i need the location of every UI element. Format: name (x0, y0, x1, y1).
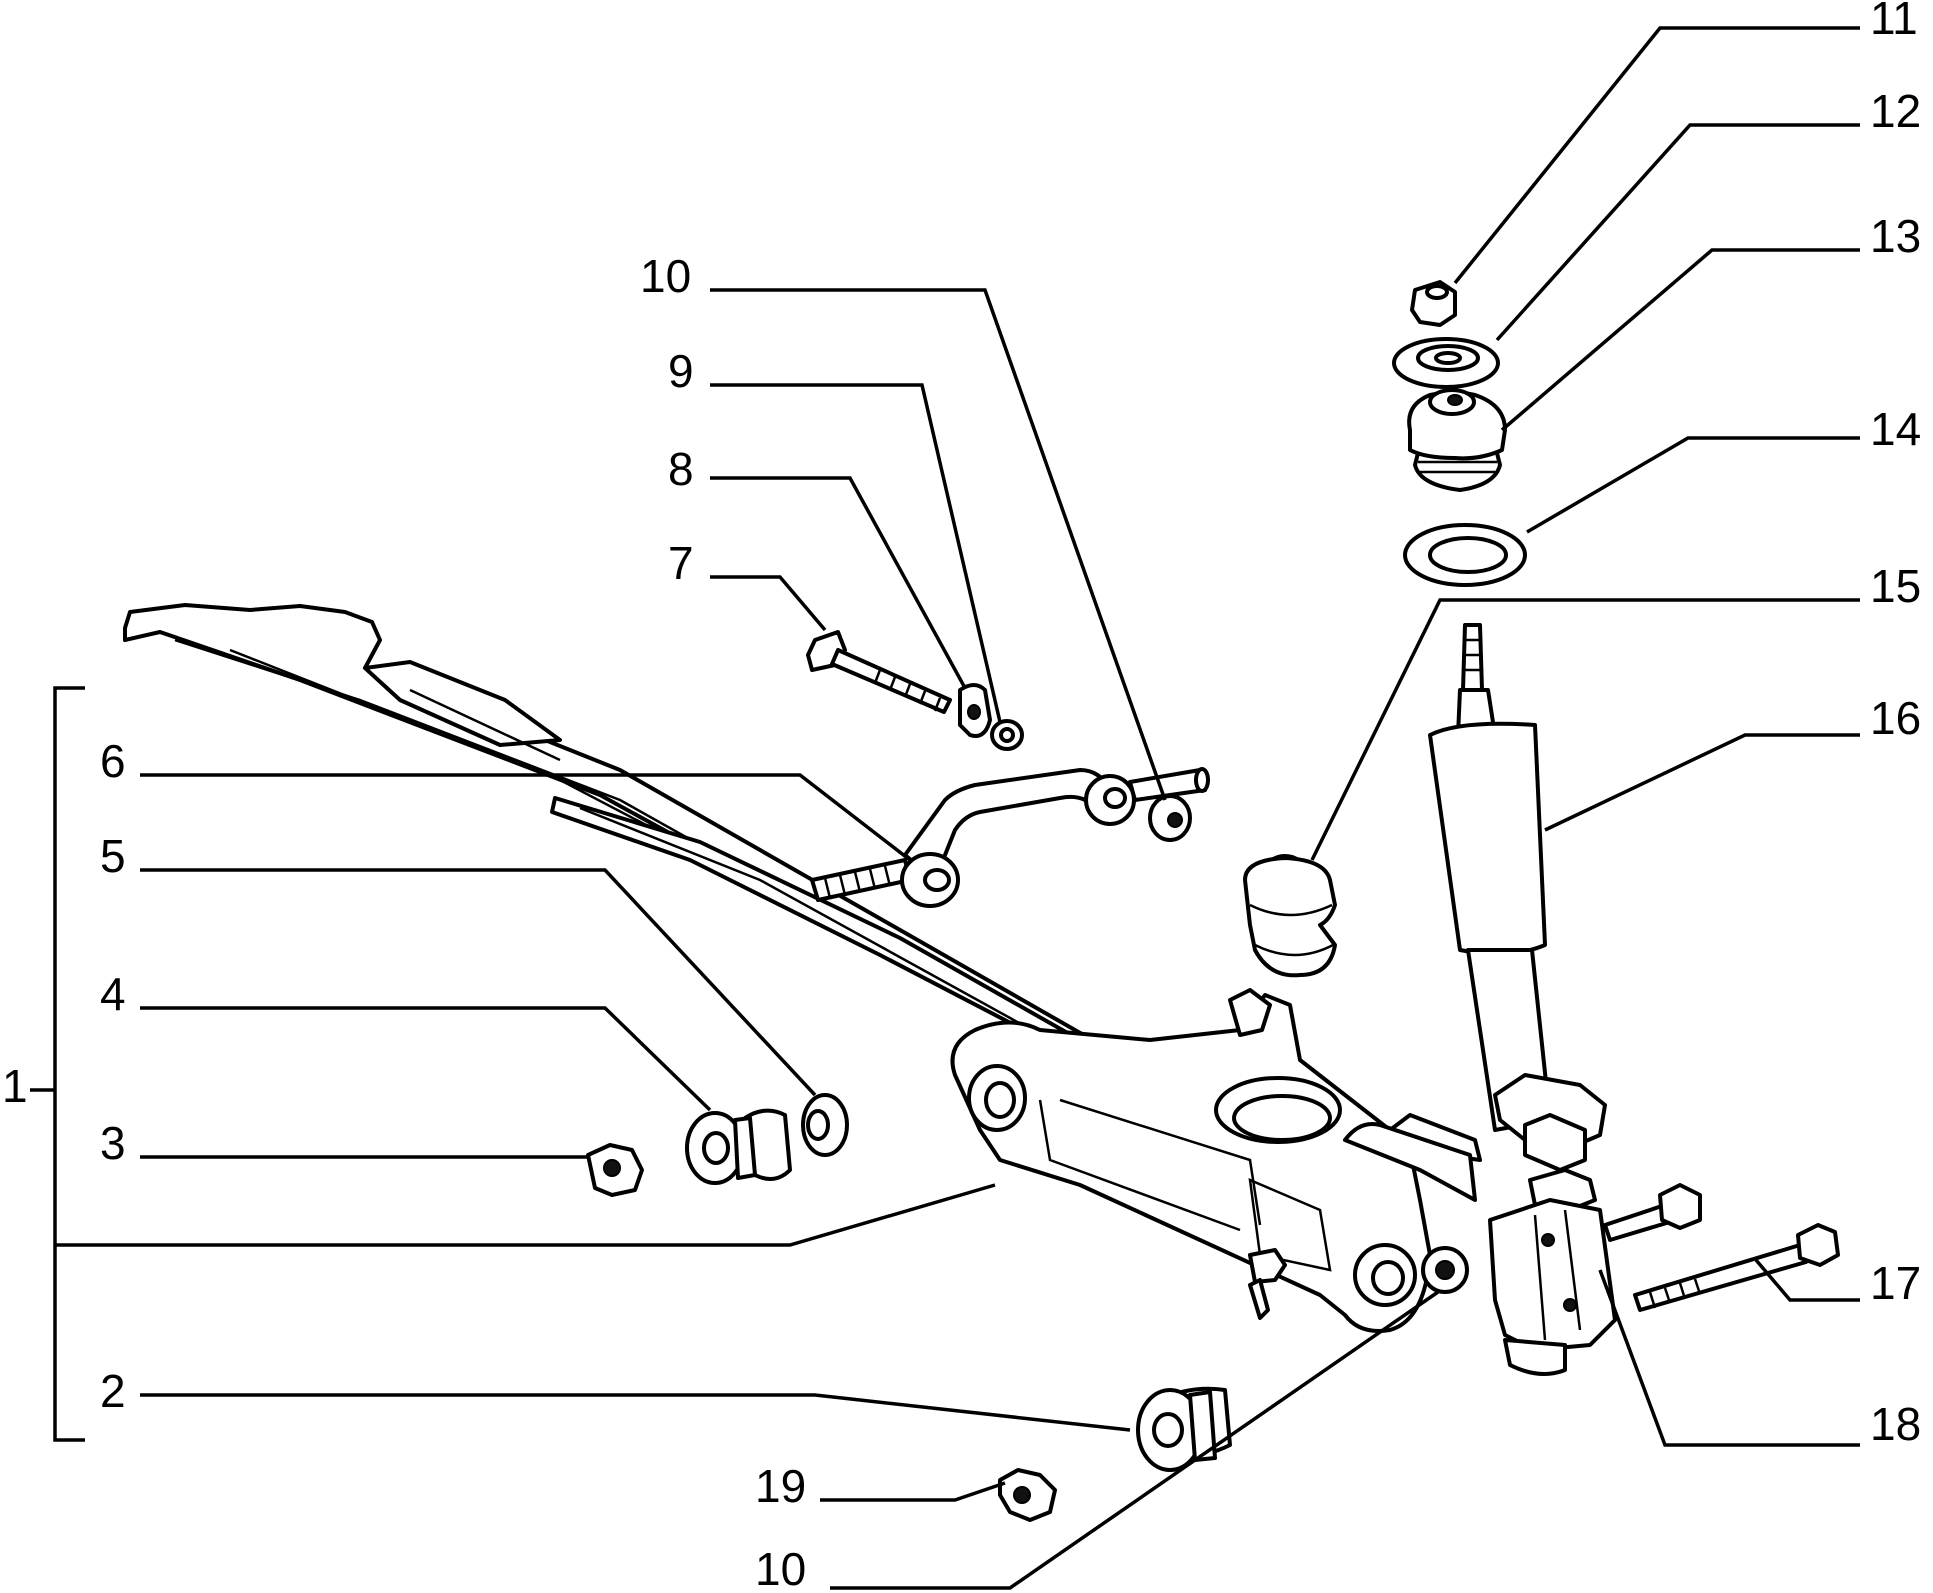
callout-13: 13 (1870, 210, 1921, 262)
leaf-spring (123, 603, 1112, 1067)
callout-4: 4 (100, 968, 126, 1020)
callout-16: 16 (1870, 692, 1921, 744)
callout-9: 9 (668, 345, 694, 397)
callout-12: 12 (1870, 85, 1921, 137)
callout-3: 3 (100, 1117, 126, 1169)
nut-10-bottom (1421, 1246, 1469, 1294)
nut-11 (1410, 280, 1457, 327)
callout-11: 11 (1870, 0, 1918, 44)
washer-9 (990, 719, 1024, 751)
lower-control-arm (950, 988, 1482, 1333)
nut-19 (998, 1468, 1057, 1522)
bump-stop-15 (1243, 854, 1337, 978)
callout-5: 5 (100, 830, 126, 882)
clamp-8 (958, 683, 992, 738)
callout-17: 17 (1870, 1257, 1921, 1309)
cup-washer-12 (1392, 337, 1500, 389)
shock-absorber-16 (1428, 623, 1617, 1376)
callout-8: 8 (668, 443, 694, 495)
rubber-mount-13 (1407, 388, 1507, 492)
callout-19: 19 (755, 1460, 806, 1512)
nut-3 (586, 1143, 644, 1197)
bushing-2 (1136, 1386, 1232, 1472)
callout-18: 18 (1870, 1398, 1921, 1450)
callout-10-bottom: 10 (755, 1543, 806, 1593)
callout-6: 6 (100, 735, 126, 787)
callout-10-top: 10 (640, 250, 691, 302)
bolt-upper-right (1603, 1183, 1702, 1242)
bolt-17 (1633, 1223, 1840, 1312)
seal-ring-14 (1403, 523, 1527, 587)
callout-14: 14 (1870, 403, 1921, 455)
callout-2: 2 (100, 1365, 126, 1417)
bolt-7 (806, 630, 952, 714)
callout-15: 15 (1870, 560, 1921, 612)
callout-1: 1 (2, 1060, 28, 1112)
callout-7: 7 (668, 537, 694, 589)
anti-roll-link (810, 767, 1210, 908)
leader-lines (30, 26, 1860, 1590)
bushing-4 (685, 1108, 792, 1185)
washer-5 (801, 1093, 849, 1157)
